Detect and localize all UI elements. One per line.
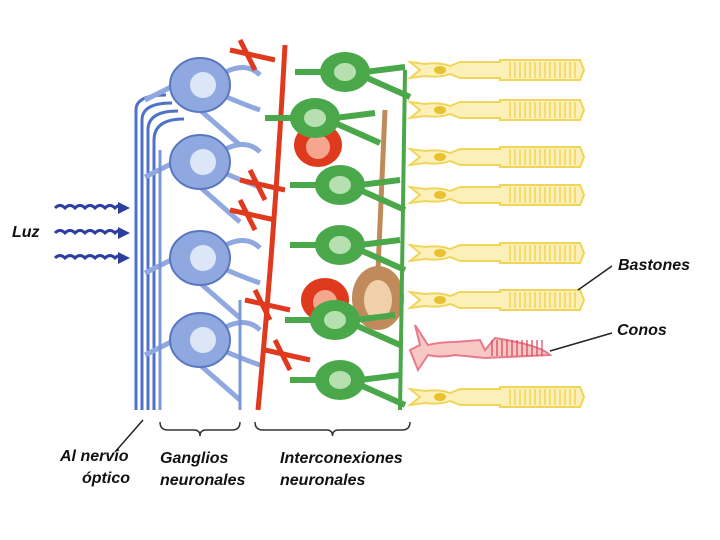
ganglion-nucleus: [190, 72, 216, 98]
arrowhead-icon: [118, 252, 130, 264]
optic-nerve-fiber: [152, 117, 185, 410]
amacrine-branch: [229, 198, 276, 232]
ganglia-brace: [159, 421, 241, 437]
amacrine-branch: [229, 38, 276, 72]
ganglia-line2: neuronales: [160, 472, 246, 489]
light-wave-arrow: [53, 204, 127, 211]
ganglion-axon: [158, 150, 242, 410]
interconnections-line2: neuronales: [280, 472, 366, 489]
optic-nerve-line1: Al nervio: [60, 448, 129, 465]
rod-cell: [406, 99, 586, 121]
cones-pointer-line: [549, 332, 613, 352]
horizontal-nucleus: [364, 280, 392, 320]
light-wave-arrow: [53, 254, 127, 261]
amacrine-branch: [239, 168, 286, 202]
rods-label: Bastones: [618, 257, 691, 274]
cone-cell: [408, 324, 553, 373]
amacrine-branch: [264, 338, 311, 372]
amacrine-branch: [244, 288, 291, 322]
bipolar-nucleus: [329, 176, 351, 194]
rod-cell: [406, 289, 586, 311]
rods-pointer-line: [577, 265, 613, 291]
rod-cell: [406, 386, 586, 408]
interconnections-label: Interconexiones neuronales: [280, 448, 403, 492]
bipolar-axon: [398, 69, 407, 411]
optic-nerve-fiber: [140, 101, 173, 410]
ganglia-label: Ganglios neuronales: [160, 448, 245, 492]
bipolar-nucleus: [329, 371, 351, 389]
arrowhead-icon: [118, 202, 130, 214]
rod-cell: [406, 184, 586, 206]
ganglion-nucleus: [190, 245, 216, 271]
ganglion-dendrite: [143, 65, 262, 147]
interconnections-brace: [254, 421, 411, 437]
optic-nerve-fiber: [146, 109, 179, 410]
light-label: Luz: [12, 224, 40, 241]
amacrine-process: [255, 44, 288, 411]
bipolar-nucleus: [329, 236, 351, 254]
bipolar-nucleus: [324, 311, 346, 329]
horizontal-process: [375, 109, 388, 271]
optic-nerve-label: Al nervio óptico: [60, 446, 130, 490]
bipolar-nucleus: [304, 109, 326, 127]
rod-cell: [406, 59, 586, 81]
bipolar-nucleus: [334, 63, 356, 81]
rod-cell: [406, 242, 586, 264]
arrowhead-icon: [118, 227, 130, 239]
cones-label: Conos: [617, 322, 667, 339]
ganglia-line1: Ganglios: [160, 450, 229, 467]
amacrine-nucleus: [306, 135, 330, 159]
ganglion-nucleus: [190, 327, 216, 353]
interconnections-line1: Interconexiones: [280, 450, 403, 467]
light-wave-arrow: [53, 229, 127, 236]
optic-nerve-pointer-line: [114, 419, 144, 453]
ganglion-nucleus: [190, 149, 216, 175]
rod-cell: [406, 146, 586, 168]
optic-nerve-line2: óptico: [82, 470, 130, 487]
